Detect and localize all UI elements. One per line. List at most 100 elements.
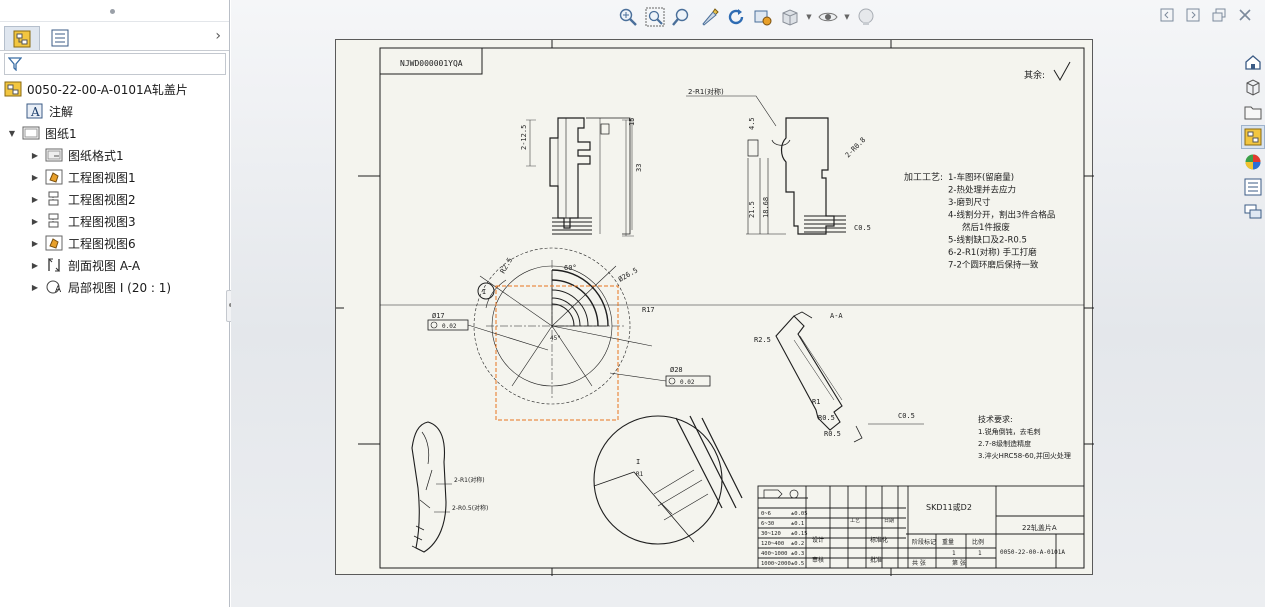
task-pane-custom-properties-button[interactable] bbox=[1241, 175, 1265, 199]
dim-dia-28: Ø28 bbox=[670, 366, 683, 374]
drawing-canvas: NJWD000001YQA 其余: 2-12.5 33 15 bbox=[336, 40, 1094, 576]
drawing-number-box: NJWD000001YQA bbox=[400, 59, 463, 68]
feature-tree: 0050-22-00-A-0101A轧盖片 A 注解 ▼ 图纸1 ▶图纸格式1▶… bbox=[0, 78, 229, 298]
expand-arrow-icon[interactable]: ▶ bbox=[31, 282, 39, 292]
dim-r0-5-section-2: R0.5 bbox=[824, 430, 841, 438]
drawing-sheet[interactable]: NJWD000001YQA 其余: 2-12.5 33 15 bbox=[335, 39, 1094, 576]
task-pane-design-library-button[interactable] bbox=[1241, 75, 1265, 99]
sheet-no-label: 第 张 bbox=[952, 559, 966, 567]
task-pane-view-palette-button[interactable] bbox=[1241, 125, 1265, 149]
dropdown-arrow-icon[interactable]: ▼ bbox=[806, 13, 812, 21]
dim-45-deg: 45° bbox=[550, 335, 561, 342]
display-style-button[interactable] bbox=[778, 6, 802, 28]
zoom-area-icon bbox=[645, 7, 665, 27]
eye-icon bbox=[818, 12, 838, 22]
expand-arrow-icon[interactable]: ▶ bbox=[31, 216, 39, 226]
restore-button[interactable] bbox=[1209, 6, 1229, 24]
view-settings-button[interactable] bbox=[854, 6, 878, 28]
folder-icon bbox=[1244, 106, 1262, 120]
tolerance-range: 400~1000 bbox=[761, 551, 788, 557]
panel-grip[interactable] bbox=[0, 0, 229, 22]
tree-root-label: 0050-22-00-A-0101A轧盖片 bbox=[27, 82, 188, 97]
task-pane-appearances-button[interactable] bbox=[1241, 150, 1265, 174]
rotate-view-button[interactable] bbox=[724, 6, 748, 28]
dropdown-arrow-icon[interactable]: ▼ bbox=[844, 13, 850, 21]
tree-filter[interactable] bbox=[4, 53, 226, 75]
chevron-right-icon[interactable]: › bbox=[215, 28, 221, 44]
tab-feature-manager[interactable] bbox=[4, 26, 40, 50]
tab-property-manager[interactable] bbox=[42, 26, 78, 50]
task-pane-home-button[interactable] bbox=[1241, 50, 1265, 74]
dim-dia-17: Ø17 bbox=[432, 312, 445, 320]
zoom-to-fit-icon bbox=[619, 8, 637, 26]
hide-show-button[interactable] bbox=[816, 6, 840, 28]
top-view bbox=[473, 247, 653, 405]
tolerance-range: 30~120 bbox=[761, 531, 781, 537]
tech-req-title: 技术要求: bbox=[978, 414, 1013, 424]
zoom-to-fit-button[interactable] bbox=[616, 6, 640, 28]
process-step: 2-热处理并去应力 bbox=[948, 185, 1016, 196]
material-label: SKD11或D2 bbox=[926, 502, 972, 512]
feature-manager-panel: › 0050-22-00-A-0101A轧盖片 A 注解 ▼ 图纸1 ▶图纸格式… bbox=[0, 0, 236, 607]
tolerance-range: 6~30 bbox=[761, 521, 774, 527]
detail-label: I bbox=[636, 458, 640, 466]
task-pane-forum-button[interactable] bbox=[1241, 200, 1265, 224]
restore-icon bbox=[1212, 8, 1226, 22]
tree-item-view[interactable]: ▶图纸格式1 bbox=[0, 144, 229, 166]
expand-arrow-icon[interactable]: ▶ bbox=[31, 172, 39, 182]
process-step: 3-磨到尺寸 bbox=[948, 197, 991, 208]
sheet-border bbox=[379, 47, 1085, 569]
panel-tabs: › bbox=[0, 25, 229, 51]
dim-2-r0-8: 2-R0.8 bbox=[844, 136, 868, 160]
apply-scene-button[interactable] bbox=[751, 6, 775, 28]
collapse-arrow-icon[interactable]: ▼ bbox=[8, 128, 16, 138]
task-pane-file-explorer-button[interactable] bbox=[1241, 100, 1265, 124]
qty-value: 1 bbox=[952, 550, 956, 557]
tree-item-view[interactable]: ▶剖面视图 A-A bbox=[0, 254, 229, 276]
drawing-document-icon bbox=[4, 81, 22, 97]
design-label: 设计 bbox=[812, 536, 824, 544]
select-button[interactable] bbox=[697, 6, 721, 28]
roughness-symbol-icon bbox=[1053, 61, 1071, 81]
expand-arrow-icon[interactable]: ▶ bbox=[31, 260, 39, 270]
expand-arrow-icon[interactable]: ▶ bbox=[31, 150, 39, 160]
close-icon bbox=[1239, 9, 1251, 21]
tree-root[interactable]: 0050-22-00-A-0101A轧盖片 bbox=[0, 78, 229, 100]
tree-item-sheet[interactable]: ▼ 图纸1 bbox=[0, 122, 229, 144]
tolerance-range: 1000~2000 bbox=[761, 561, 791, 567]
tree-item-annotations[interactable]: A 注解 bbox=[0, 100, 229, 122]
tree-item-label: 局部视图 I (20 : 1) bbox=[68, 280, 172, 295]
tree-item-view[interactable]: ▶工程图视图2 bbox=[0, 188, 229, 210]
check-label: 审核 bbox=[812, 556, 824, 564]
expand-arrow-icon[interactable]: ▶ bbox=[31, 194, 39, 204]
dim-2-12-5: 2-12.5 bbox=[520, 125, 528, 150]
part-name-label: 22轧盖片A bbox=[1022, 523, 1057, 532]
apply-scene-icon bbox=[754, 10, 772, 26]
dim-r1-section: R1 bbox=[812, 398, 820, 406]
zoom-area-button[interactable] bbox=[643, 6, 667, 28]
filter-icon bbox=[8, 57, 22, 71]
tree-item-view[interactable]: ▶工程图视图1 bbox=[0, 166, 229, 188]
rotate-icon bbox=[728, 9, 744, 25]
home-icon bbox=[1245, 55, 1261, 70]
graphics-area[interactable]: ▼ ▼ bbox=[231, 0, 1265, 607]
dim-c0-5: C0.5 bbox=[898, 412, 915, 420]
tolerance-range: 120~400 bbox=[761, 541, 784, 547]
dim-26-5: Ø26.5 bbox=[617, 266, 639, 283]
drawing-view-icon bbox=[45, 169, 63, 185]
close-button[interactable] bbox=[1235, 6, 1255, 24]
tree-item-view[interactable]: ▶ 工程图视图6 bbox=[0, 232, 229, 254]
isometric-view bbox=[411, 421, 447, 553]
tile-left-button[interactable] bbox=[1157, 6, 1177, 24]
tile-right-button[interactable] bbox=[1183, 6, 1203, 24]
tree-item-label: 图纸1 bbox=[45, 126, 77, 141]
previous-view-button[interactable] bbox=[670, 6, 694, 28]
appearances-icon bbox=[1245, 154, 1261, 170]
tree-item-label: 工程图视图6 bbox=[68, 236, 136, 251]
expand-arrow-icon[interactable]: ▶ bbox=[31, 238, 39, 248]
pointer-icon bbox=[702, 8, 719, 26]
tolerance-amount: ±0.5 bbox=[791, 561, 804, 567]
tolerance-amount: ±0.15 bbox=[791, 531, 808, 537]
tree-item-view[interactable]: ▶工程图视图3 bbox=[0, 210, 229, 232]
